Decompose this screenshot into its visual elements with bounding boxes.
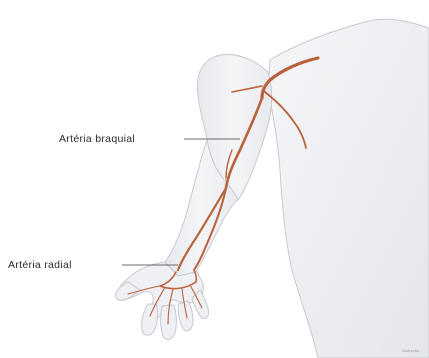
finger-ring [178,301,193,331]
label-brachial-artery: Artéria braquial [59,133,135,145]
finger-index [142,304,158,335]
torso [268,19,429,358]
illustration-credit: ilustração [402,349,419,353]
label-radial-artery: Artéria radial [8,259,72,271]
